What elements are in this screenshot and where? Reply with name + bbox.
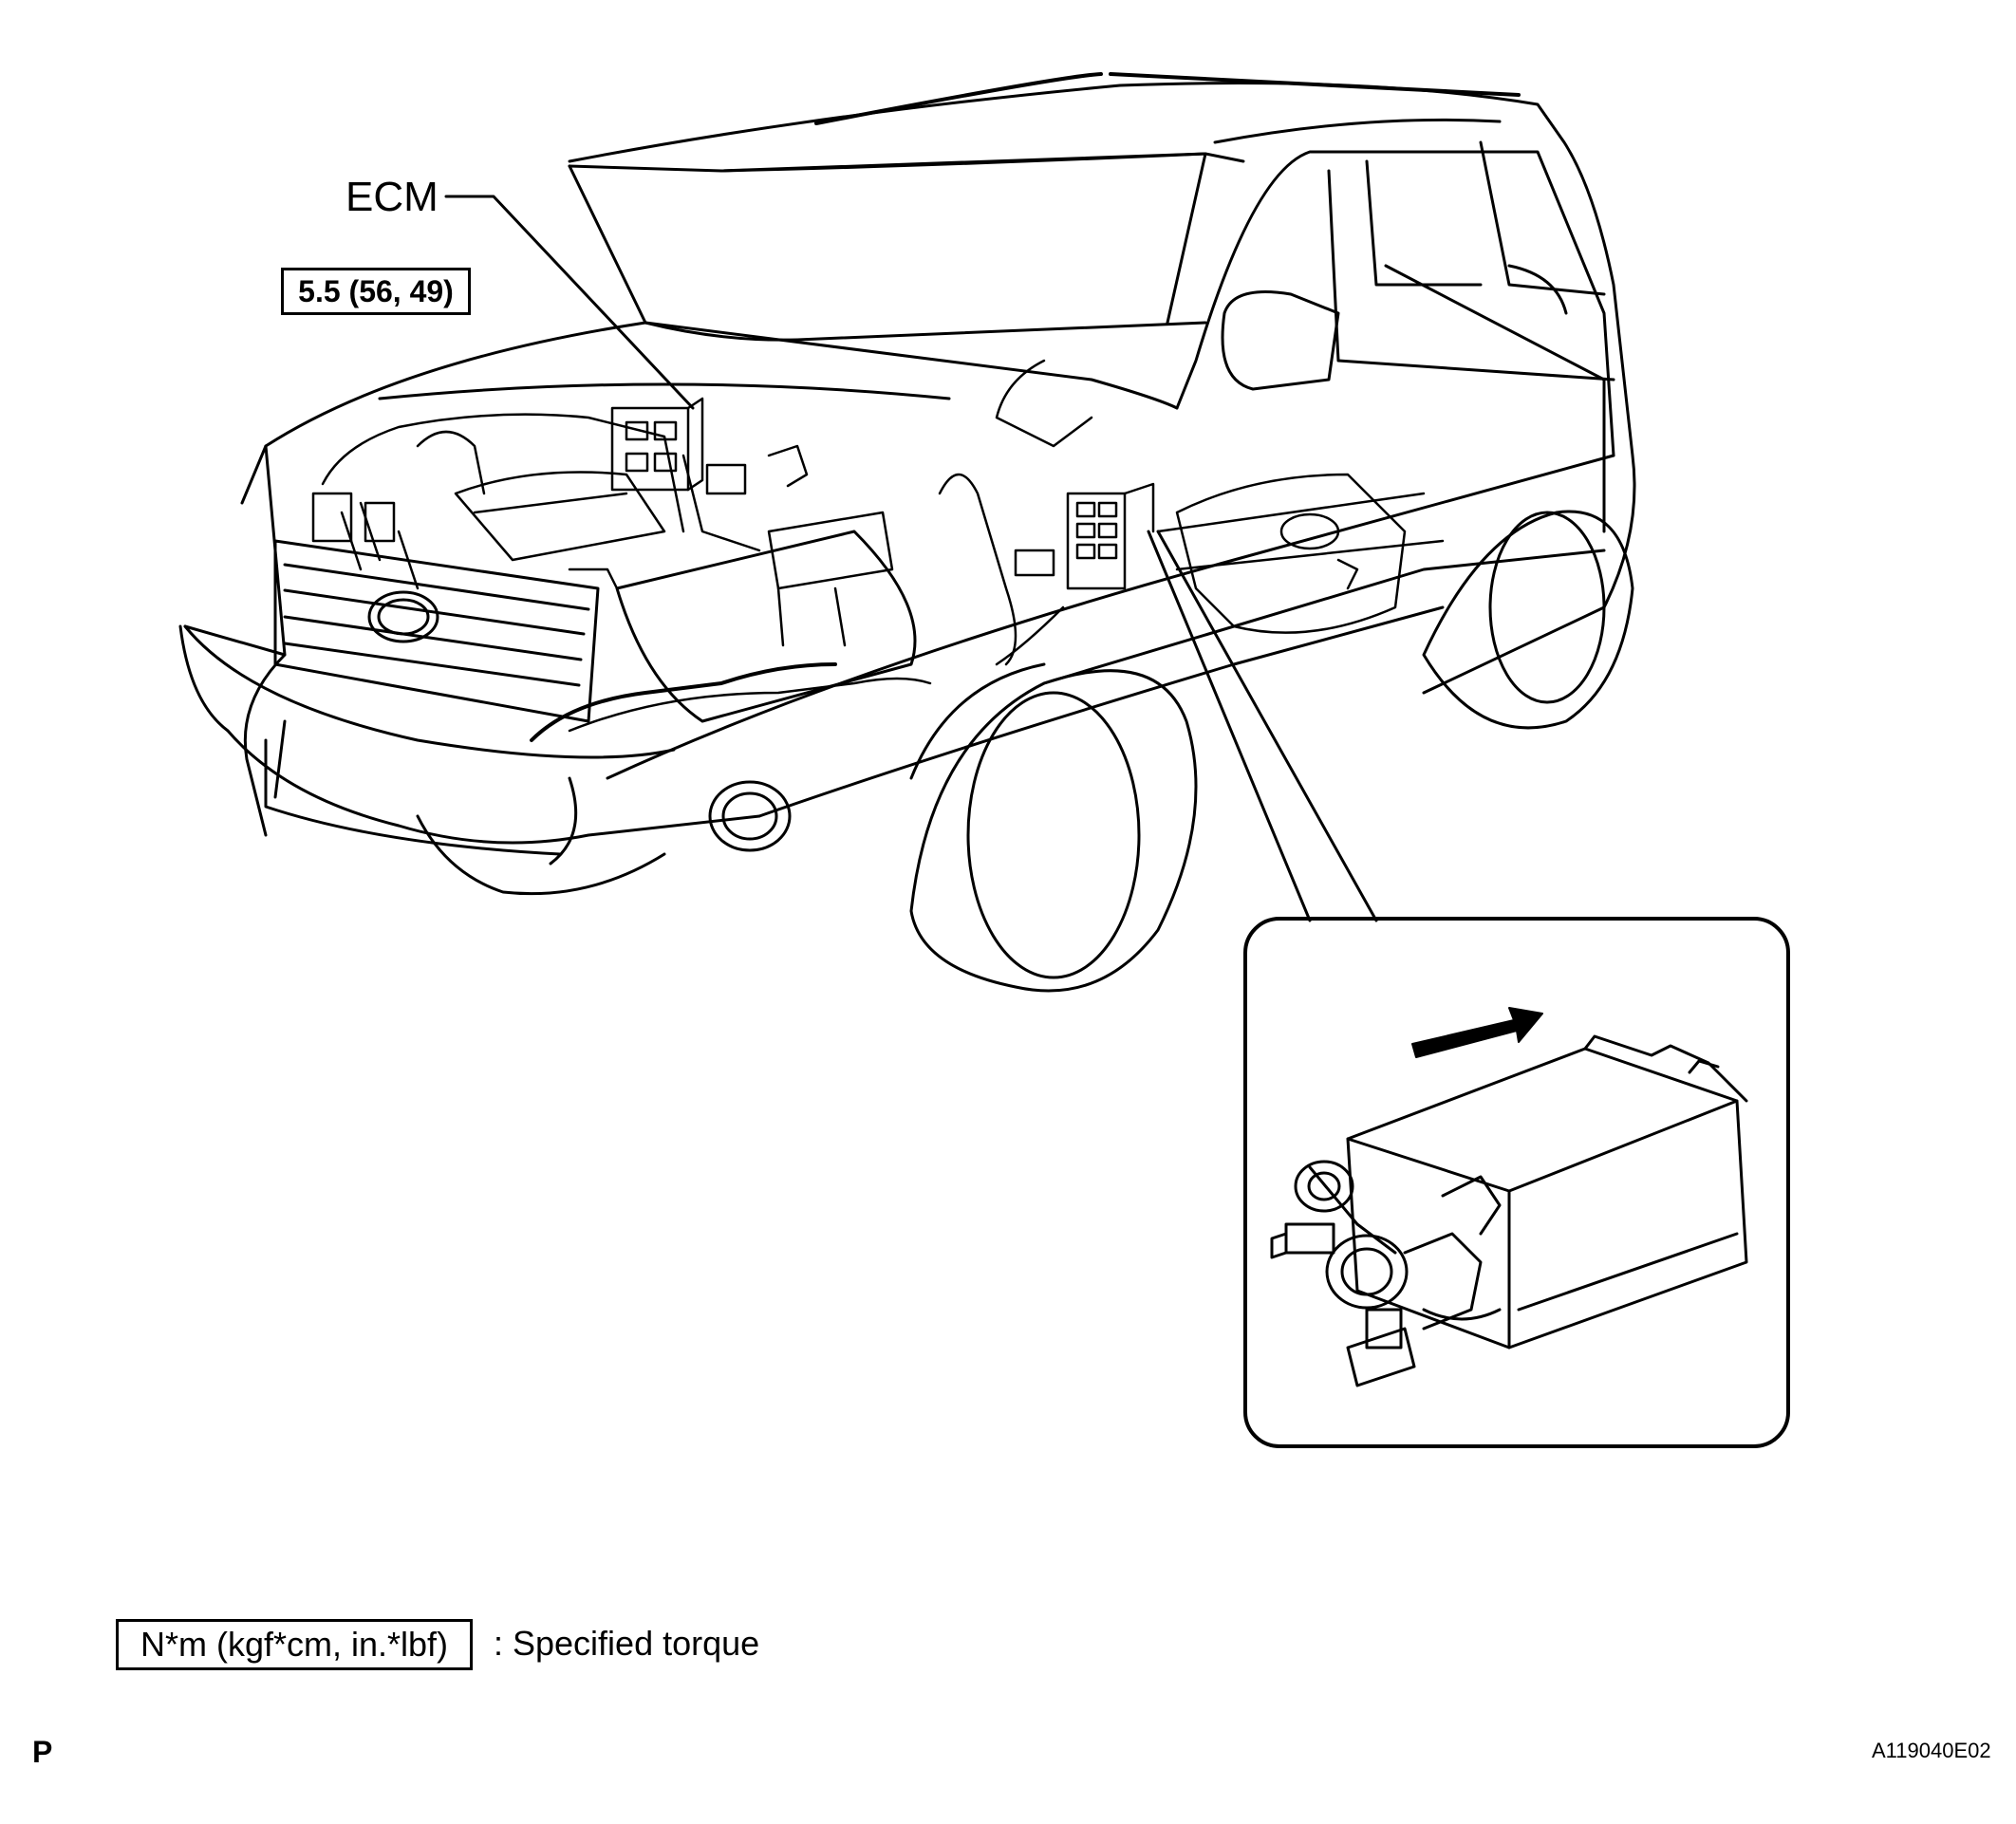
wiring-harness <box>568 605 1065 733</box>
charcoal-canister <box>1346 1034 1748 1349</box>
legend-unit-box: N*m (kgf*cm, in.*lbf) <box>116 1619 473 1670</box>
legend-unit-text: N*m (kgf*cm, in.*lbf) <box>140 1625 449 1664</box>
bumper <box>183 624 676 865</box>
torque-spec-value: 5.5 (56, 49) <box>298 273 454 308</box>
detail-leader-line-left <box>1147 530 1312 922</box>
fog-lamp <box>708 780 792 852</box>
legend-description: : Specified torque <box>494 1624 760 1663</box>
relay-block <box>1066 482 1155 590</box>
canister-vent-valve <box>1270 1160 1502 1387</box>
front-wheel <box>909 662 1198 993</box>
grille <box>273 539 600 723</box>
rear-wheel <box>1422 510 1634 730</box>
forward-arrow-icon <box>1411 1007 1543 1058</box>
figure-id: A119040E02 <box>1872 1739 1991 1762</box>
front-tire-lower <box>416 814 666 896</box>
detail-inset-frame <box>1243 917 1790 1448</box>
engine-compartment <box>311 413 761 590</box>
vehicle-body-outline <box>178 72 1636 845</box>
detail-leader-line-right <box>1156 530 1378 922</box>
ecm-label: ECM <box>345 174 439 220</box>
ecm-module <box>610 397 704 492</box>
torque-spec-box: 5.5 (56, 49) <box>281 268 471 315</box>
ecm-leader-line <box>444 195 695 410</box>
fuel-tank <box>1156 473 1445 634</box>
intake-components <box>705 359 1093 666</box>
exhaust-pipe <box>530 662 837 742</box>
page-marker: P <box>32 1735 53 1769</box>
